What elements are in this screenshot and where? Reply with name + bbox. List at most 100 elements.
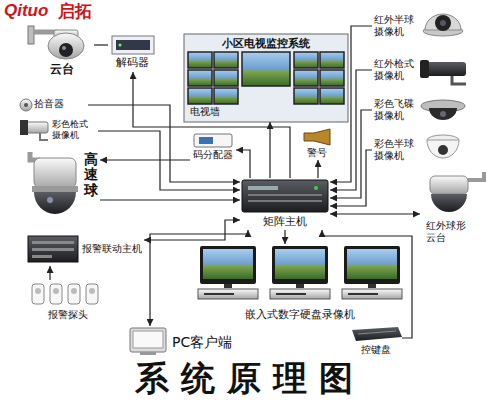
device-label: 拾音器 — [34, 98, 64, 110]
signal-connector — [322, 230, 412, 338]
dvr-monitor-icon — [368, 284, 376, 288]
signal-connector — [330, 213, 420, 214]
device-label: 解码器 — [116, 56, 149, 69]
alarm-siren: 警号 — [300, 128, 334, 160]
tv-wall-icon — [188, 88, 212, 104]
alarm-host-icon — [32, 241, 74, 244]
speed-dome-icon — [34, 158, 76, 188]
tv-wall-icon — [184, 34, 348, 122]
matrix-host-icon — [314, 186, 318, 190]
alarm-sensor-icon — [89, 288, 95, 294]
ufo-camera-icon — [429, 108, 457, 120]
dvr-monitor-icon — [276, 293, 306, 295]
device-label: 警号 — [307, 147, 327, 159]
tv-wall-icon — [294, 52, 318, 68]
matrix-host-icon — [248, 200, 322, 202]
alarm-sensor-icon — [35, 288, 41, 294]
alarm-sensor-icon — [86, 284, 98, 304]
tv-wall-icon — [184, 34, 348, 122]
speed-dome: 高速球 — [24, 150, 100, 230]
ir-ptz-dome-icon — [430, 172, 484, 212]
tv-wall-icon — [214, 70, 238, 86]
alarm-sensor-icon — [32, 284, 44, 304]
signal-connector — [98, 131, 240, 190]
ir-dome-camera-icon — [423, 14, 463, 36]
signal-connector — [100, 199, 240, 200]
alarm-host-icon — [32, 248, 74, 251]
code-distributor-icon — [194, 134, 232, 147]
alarm-host-icon — [32, 255, 52, 258]
ir-dome-camera-icon — [425, 14, 461, 30]
signal-connector — [100, 159, 190, 160]
tv-wall: 小区电视监控系统电视墙 — [184, 34, 348, 122]
bullet-camera-icon — [40, 133, 48, 140]
microphone: 拾音器 — [18, 97, 88, 113]
signal-connector — [317, 160, 318, 178]
ir-dome-camera: 红外半球 摄像机 — [372, 8, 470, 44]
alarm-sensor-icon — [71, 288, 77, 294]
tv-wall-icon — [188, 70, 212, 86]
device-label: 码分配器 — [193, 149, 233, 161]
device-label: 报警联动主机 — [82, 243, 142, 255]
pc-icon — [140, 352, 156, 355]
ir-ptz-dome: 红外球形 云台 — [420, 170, 486, 246]
decoder: 解码器 — [108, 34, 158, 72]
speed-dome-icon — [34, 192, 76, 214]
code-distributor: 码分配器 — [190, 132, 236, 162]
signal-connector — [94, 44, 108, 45]
ptz-camera-icon — [59, 43, 73, 57]
keyboard-icon — [352, 327, 402, 341]
pc-icon — [130, 328, 166, 355]
tv-wall-icon — [320, 52, 344, 68]
caption: 系统原理图 — [135, 358, 365, 399]
bullet-camera-icon — [20, 120, 48, 140]
color-dome-camera: 彩色半球 摄像机 — [372, 132, 470, 168]
ufo-camera-icon — [440, 111, 446, 117]
logo-text: Qituo — [4, 1, 48, 21]
signal-connector — [49, 266, 50, 280]
microphone-icon — [20, 99, 32, 111]
tv-wall-icon — [320, 88, 344, 104]
speed-dome-icon — [32, 186, 78, 192]
alarm-sensor-icon — [53, 288, 59, 294]
signal-connector — [284, 230, 285, 244]
logo-text: 启拓 — [58, 1, 92, 21]
device-label: 彩色半球 摄像机 — [374, 138, 417, 162]
ir-bullet-camera-icon — [452, 76, 466, 84]
ptz-camera-icon — [28, 26, 34, 44]
matrix-host-icon — [248, 186, 278, 190]
alarm-host: 报警联动主机 — [24, 232, 144, 266]
ir-dome-camera-icon — [440, 20, 446, 26]
dvr-monitor-icon — [270, 289, 330, 299]
microphone-icon — [20, 99, 32, 111]
siren-icon — [304, 129, 330, 145]
speed-dome-icon — [30, 152, 78, 214]
pc-icon — [133, 331, 163, 348]
signal-connector — [236, 150, 250, 178]
alarm-host-icon — [28, 236, 78, 262]
dvr-monitor-icon — [272, 246, 328, 284]
dvr-monitor-icon — [347, 249, 397, 279]
matrix-host-icon — [242, 180, 328, 212]
dvr-monitor-icon — [342, 289, 402, 299]
bullet-camera: 彩色枪式 摄像机 — [18, 118, 98, 144]
speed-dome-icon — [47, 197, 53, 203]
dvr-monitor-icon — [348, 293, 378, 295]
keyboard-icon — [358, 331, 396, 334]
pc-icon — [130, 328, 166, 352]
alarm-sensor-icon — [68, 284, 80, 304]
keyboard-icon — [352, 327, 402, 341]
alarm-sensor: 报警探头 — [28, 280, 108, 322]
dvr-monitor-icon — [200, 246, 256, 284]
decoder-icon — [116, 40, 150, 50]
decoder-icon — [119, 44, 122, 47]
decoder-icon — [112, 36, 154, 54]
dvr-group: 嵌入式数字硬盘录像机 — [196, 244, 404, 323]
ptz-camera-icon — [62, 46, 66, 50]
tv-wall-icon — [294, 70, 318, 86]
dvr-monitor-icon — [203, 249, 253, 279]
alarm-host-icon — [28, 236, 78, 262]
